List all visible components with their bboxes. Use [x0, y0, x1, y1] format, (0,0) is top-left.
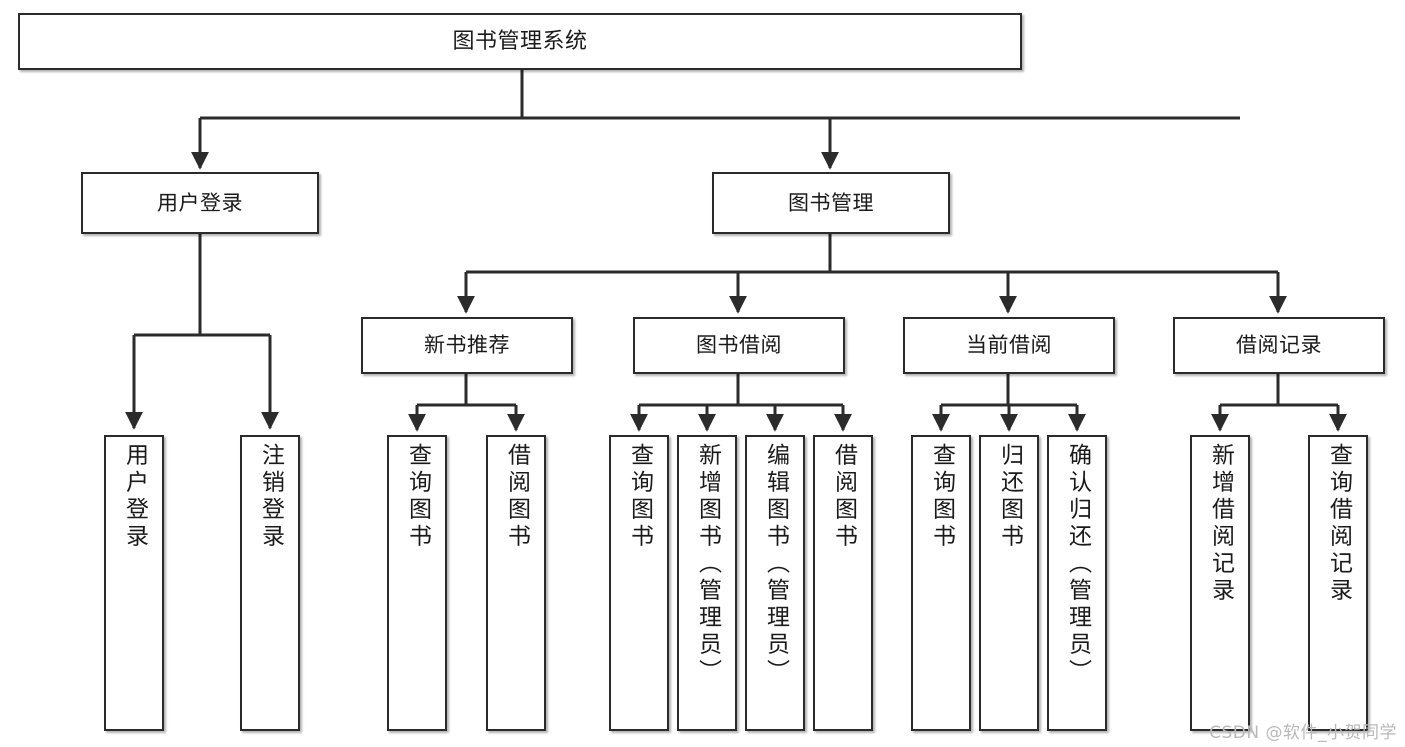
node-label: 新增借阅记录 [1207, 443, 1234, 605]
node-root-book-management-system[interactable]: 图书管理系统 [18, 13, 1022, 70]
leaf-new-book-borrow-book[interactable]: 借阅图书 [486, 435, 546, 731]
node-label: 编辑图书（管理员） [762, 443, 789, 686]
node-label: 当前借阅 [966, 333, 1052, 358]
node-borrowing-record[interactable]: 借阅记录 [1173, 317, 1385, 374]
node-label: 图书借阅 [696, 333, 782, 358]
node-label: 查询图书 [626, 443, 653, 551]
leaf-current-borrow-query-book[interactable]: 查询图书 [911, 435, 971, 731]
leaf-book-borrow-add-book-admin[interactable]: 新增图书（管理员） [677, 435, 737, 731]
leaf-borrow-record-query-record[interactable]: 查询借阅记录 [1308, 435, 1368, 731]
node-label: 借阅记录 [1236, 333, 1322, 358]
node-current-borrowing[interactable]: 当前借阅 [903, 317, 1115, 374]
node-label: 确认归还（管理员） [1064, 443, 1091, 686]
node-label: 借阅图书 [503, 443, 530, 551]
node-label: 归还图书 [996, 443, 1023, 551]
node-new-book-recommendation[interactable]: 新书推荐 [361, 317, 573, 374]
leaf-book-borrow-edit-book-admin[interactable]: 编辑图书（管理员） [745, 435, 805, 731]
node-book-borrowing[interactable]: 图书借阅 [633, 317, 845, 374]
node-label: 用户登录 [121, 443, 148, 551]
node-label: 借阅图书 [830, 443, 857, 551]
leaf-new-book-query-book[interactable]: 查询图书 [387, 435, 447, 731]
node-label: 图书管理系统 [452, 28, 588, 54]
node-label: 新书推荐 [424, 333, 510, 358]
node-label: 查询图书 [928, 443, 955, 551]
node-label: 注销登录 [257, 443, 284, 551]
csdn-watermark: CSDN @软件_小贺同学 [1209, 723, 1397, 743]
leaf-current-borrow-confirm-return-admin[interactable]: 确认归还（管理员） [1047, 435, 1107, 731]
node-label: 查询图书 [404, 443, 431, 551]
leaf-user-login-login[interactable]: 用户登录 [104, 435, 164, 731]
node-book-management[interactable]: 图书管理 [712, 172, 950, 234]
node-user-login[interactable]: 用户登录 [81, 172, 319, 234]
leaf-user-login-logout[interactable]: 注销登录 [240, 435, 300, 731]
node-label: 查询借阅记录 [1325, 443, 1352, 605]
node-label: 图书管理 [788, 190, 874, 215]
leaf-borrow-record-add-record[interactable]: 新增借阅记录 [1190, 435, 1250, 731]
leaf-current-borrow-return-book[interactable]: 归还图书 [979, 435, 1039, 731]
node-label: 用户登录 [157, 190, 243, 215]
leaf-book-borrow-borrow-book[interactable]: 借阅图书 [813, 435, 873, 731]
leaf-book-borrow-query-book[interactable]: 查询图书 [609, 435, 669, 731]
node-label: 新增图书（管理员） [694, 443, 721, 686]
